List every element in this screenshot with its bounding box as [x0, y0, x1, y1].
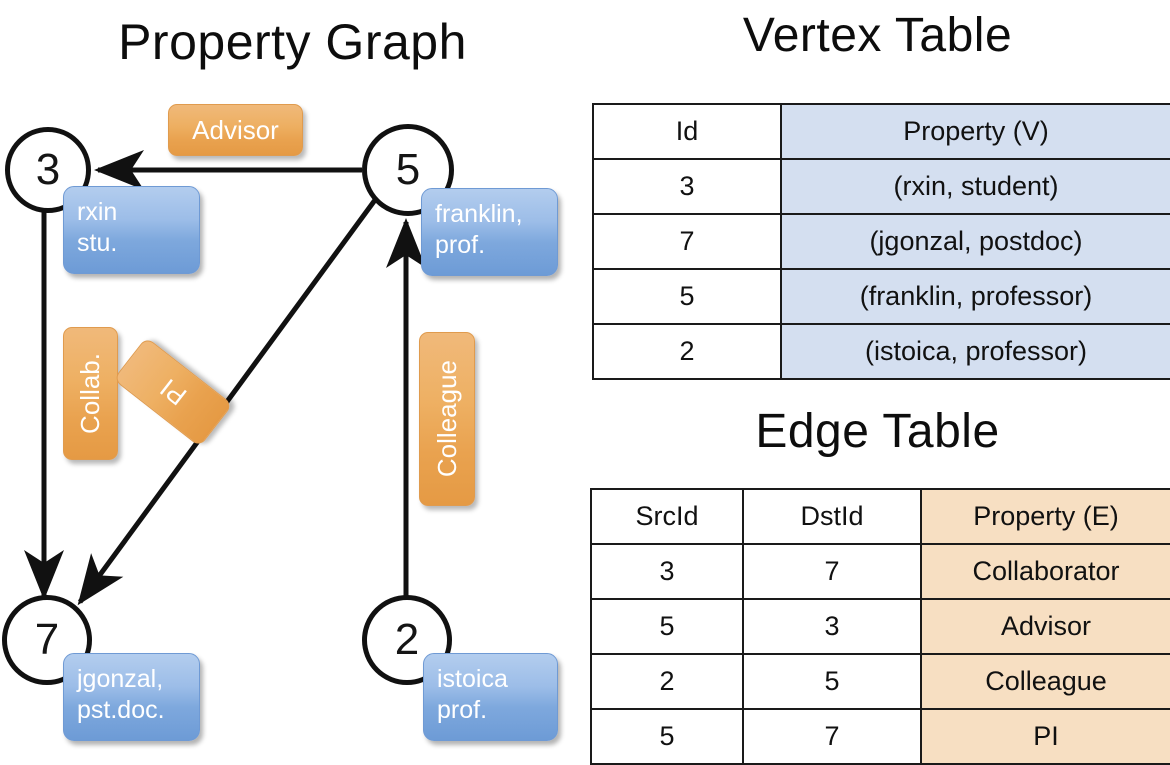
table-row: 5 3 Advisor [590, 598, 1170, 655]
vertex-table-header-id: Id [592, 103, 782, 160]
edge-row-2-property: Colleague [920, 653, 1170, 710]
edge-table-header-srcid: SrcId [590, 488, 744, 545]
vertex-property-3-line2: stu. [77, 229, 118, 257]
table-row: 5 7 PI [590, 708, 1170, 765]
page-title-edge-table: Edge Table [755, 405, 1000, 458]
vertex-row-2-id: 5 [592, 268, 782, 325]
edge-label-pi-text: PI [153, 373, 192, 412]
vertex-property-3-line1: rxin [77, 198, 118, 226]
vertex-table: Id Property (V) 3 (rxin, student) 7 (jgo… [592, 103, 1170, 380]
table-row: 5 (franklin, professor) [592, 268, 1170, 325]
edge-table-header-dstid: DstId [742, 488, 922, 545]
vertex-property-box-3: rxin stu. [63, 186, 200, 274]
edge-row-1-src: 5 [590, 598, 744, 655]
graph-node-7-label: 7 [34, 615, 60, 664]
vertex-property-5-line1: franklin, [435, 200, 523, 228]
vertex-property-box-7: jgonzal, pst.doc. [63, 653, 200, 741]
edge-label-colleague: Colleague [419, 332, 475, 506]
vertex-row-3-id: 2 [592, 323, 782, 380]
edge-row-3-src: 5 [590, 708, 744, 765]
edge-table-header-property: Property (E) [920, 488, 1170, 545]
edge-row-1-property: Advisor [920, 598, 1170, 655]
edge-label-colleague-text: Colleague [431, 360, 462, 478]
table-row: 2 5 Colleague [590, 653, 1170, 710]
vertex-row-1-id: 7 [592, 213, 782, 270]
page-title-property-graph: Property Graph [118, 14, 467, 70]
vertex-property-box-5: franklin, prof. [421, 188, 558, 276]
edge-row-3-dst: 7 [742, 708, 922, 765]
table-row: 2 (istoica, professor) [592, 323, 1170, 380]
vertex-property-2-line1: istoica [437, 665, 508, 693]
vertex-row-0-property: (rxin, student) [780, 158, 1170, 215]
vertex-table-header-row: Id Property (V) [592, 103, 1170, 160]
edge-table-header-row: SrcId DstId Property (E) [590, 488, 1170, 545]
vertex-property-7-line2: pst.doc. [77, 696, 165, 724]
graph-node-5-label: 5 [395, 145, 421, 194]
graph-node-3-label: 3 [35, 145, 61, 194]
vertex-property-box-2: istoica prof. [423, 653, 558, 741]
vertex-row-2-property: (franklin, professor) [780, 268, 1170, 325]
vertex-property-5-line2: prof. [435, 231, 486, 259]
graph-node-5[interactable]: 5 [362, 124, 454, 216]
graph-node-2[interactable]: 2 [362, 595, 452, 685]
page-title-vertex-table: Vertex Table [742, 9, 1013, 62]
vertex-table-header-property: Property (V) [780, 103, 1170, 160]
graph-node-2-label: 2 [394, 615, 420, 664]
edge-label-advisor: Advisor [168, 104, 303, 156]
edge-row-3-property: PI [920, 708, 1170, 765]
edge-row-0-src: 3 [590, 543, 744, 600]
edge-label-collab-text: Collab. [75, 353, 105, 434]
vertex-row-1-property: (jgonzal, postdoc) [780, 213, 1170, 270]
edge-table: SrcId DstId Property (E) 3 7 Collaborato… [590, 488, 1170, 765]
table-row: 7 (jgonzal, postdoc) [592, 213, 1170, 270]
edge-row-0-property: Collaborator [920, 543, 1170, 600]
vertex-row-0-id: 3 [592, 158, 782, 215]
edge-label-collab: Collab. [63, 327, 118, 460]
edge-label-advisor-text: Advisor [192, 114, 279, 145]
vertex-row-3-property: (istoica, professor) [780, 323, 1170, 380]
table-row: 3 7 Collaborator [590, 543, 1170, 600]
edge-row-2-dst: 5 [742, 653, 922, 710]
edge-row-1-dst: 3 [742, 598, 922, 655]
edge-row-0-dst: 7 [742, 543, 922, 600]
vertex-property-2-line2: prof. [437, 696, 488, 724]
vertex-property-7-line1: jgonzal, [77, 665, 164, 693]
edge-row-2-src: 2 [590, 653, 744, 710]
table-row: 3 (rxin, student) [592, 158, 1170, 215]
